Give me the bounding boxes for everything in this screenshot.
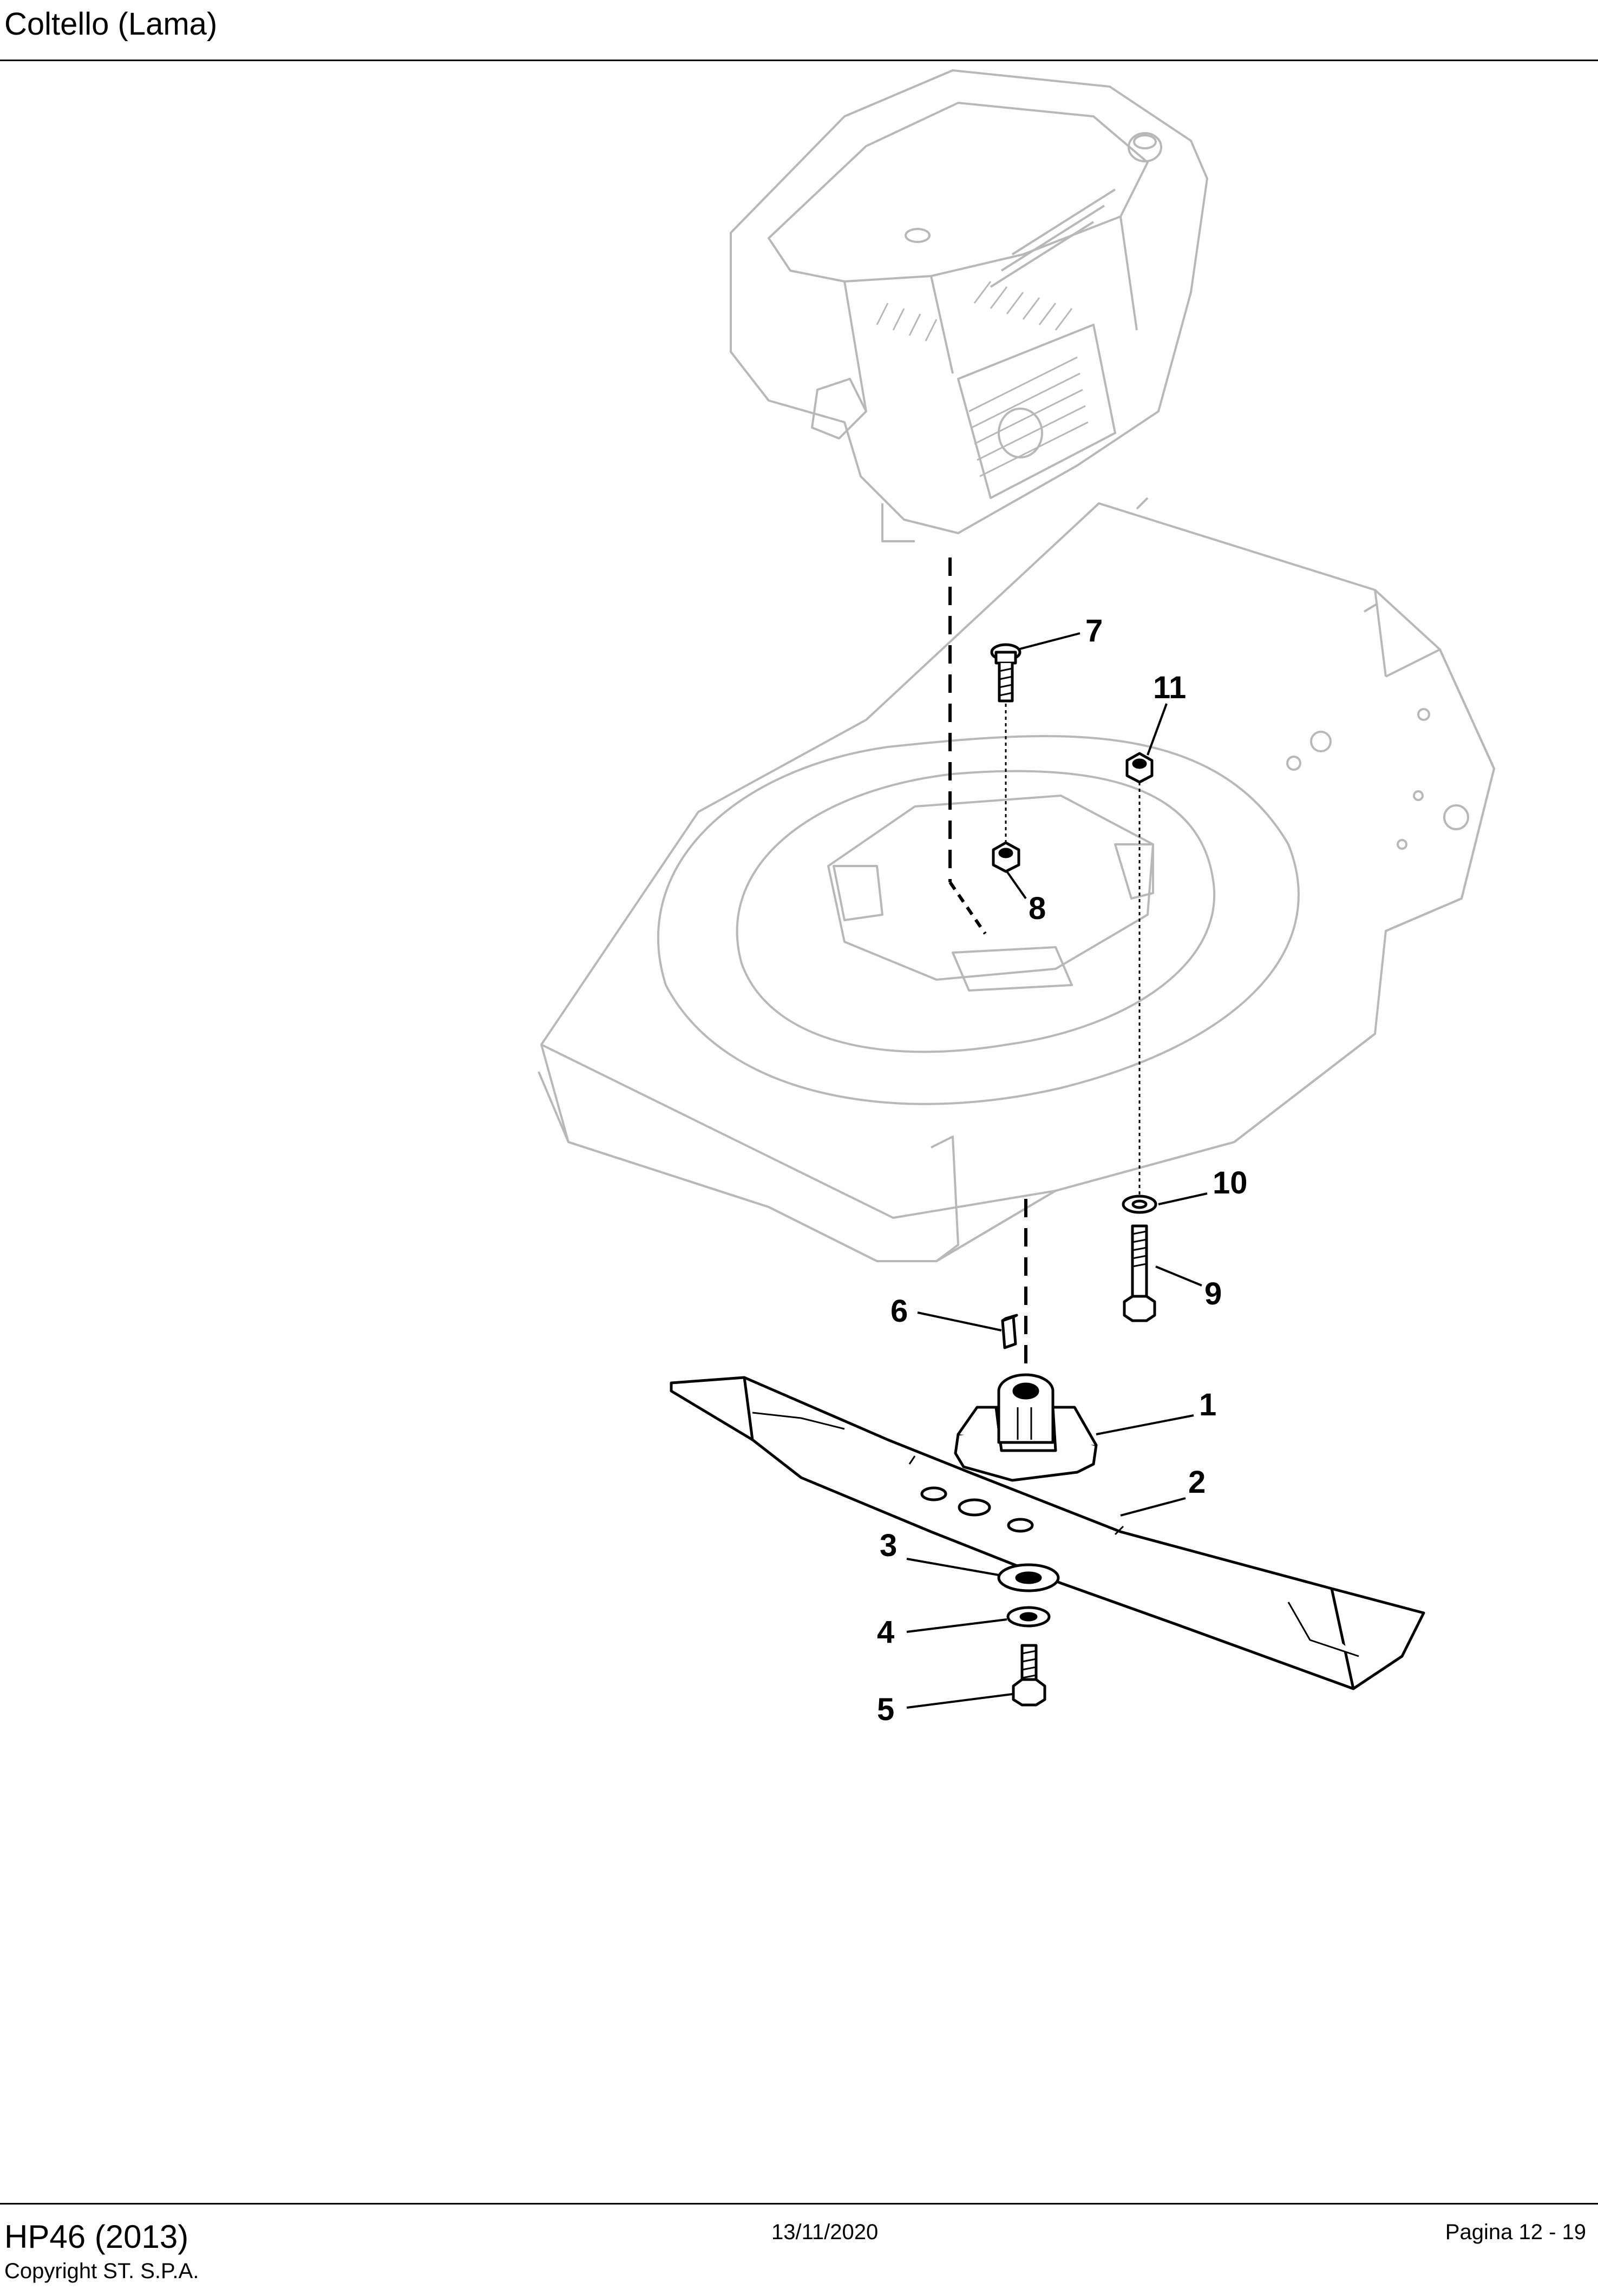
washer-part-3 [997,1563,1060,1592]
parts [670,643,1425,1707]
bolt-part-9 [1123,1224,1156,1322]
copyright-text: Copyright ST. S.P.A. [4,2259,199,2283]
callout-11: 11 [1153,670,1186,705]
callout-10: 10 [1213,1165,1248,1201]
leader-lines [906,632,1208,1709]
blade-adapter-part-1 [954,1373,1098,1482]
bolt-part-7 [990,643,1021,703]
callout-6: 6 [890,1294,908,1329]
mower-deck-ghost-illustration [538,497,1495,1262]
callout-8: 8 [1029,891,1046,926]
nut-part-11 [1125,752,1154,784]
callout-1: 1 [1199,1387,1216,1422]
nut-part-8 [992,841,1020,873]
callout-labels: 1 2 3 4 5 6 7 8 9 10 11 [877,613,1248,1727]
blade-part-2 [670,1376,1425,1690]
callout-4: 4 [877,1615,894,1650]
page-title: Coltello (Lama) [4,6,218,42]
header-divider [0,60,1598,61]
document-date: 13/11/2020 [771,2220,879,2244]
page-number: Pagina 12 - 19 [1445,2220,1586,2244]
exploded-parts-diagram: 1 2 3 4 5 6 7 8 9 10 11 [538,69,1495,1727]
callout-5: 5 [877,1692,894,1727]
model-name: HP46 (2013) [4,2219,189,2255]
washer-part-10 [1122,1195,1157,1214]
callout-3: 3 [880,1528,897,1563]
bolt-part-5 [1012,1644,1046,1707]
washer-part-4 [1006,1606,1051,1628]
callout-2: 2 [1188,1465,1206,1500]
key-part-6 [1001,1314,1018,1349]
alignment-lines [948,557,1141,1369]
callout-7: 7 [1085,613,1103,648]
callout-9: 9 [1204,1276,1222,1311]
footer-divider [0,2203,1598,2205]
engine-ghost-illustration [730,69,1208,542]
